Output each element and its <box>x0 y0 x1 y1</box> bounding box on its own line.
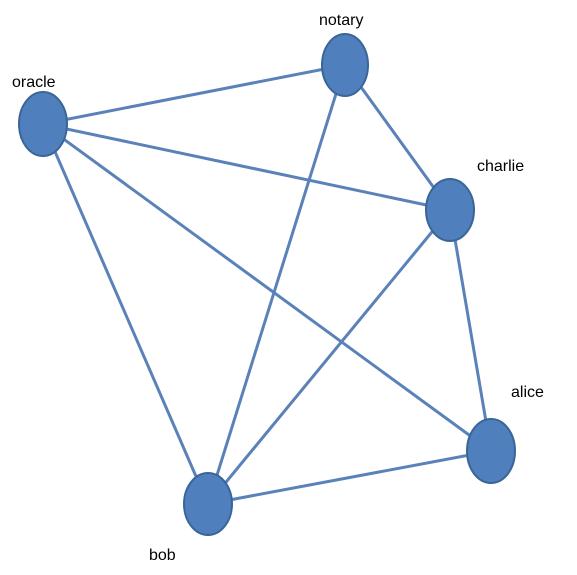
edge-notary-bob <box>206 63 347 506</box>
label-charlie: charlie <box>477 158 524 175</box>
edge-oracle-alice <box>41 122 493 453</box>
label-bob: bob <box>149 547 176 564</box>
edge-oracle-charlie <box>41 122 452 212</box>
node-alice[interactable] <box>466 418 516 484</box>
node-charlie[interactable] <box>425 178 475 242</box>
node-oracle[interactable] <box>18 91 68 157</box>
edge-notary-charlie <box>343 63 452 212</box>
labels-layer: notary oracle charlie alice bob <box>12 12 544 564</box>
edge-oracle-bob <box>41 122 210 506</box>
node-notary[interactable] <box>321 33 369 97</box>
edge-charlie-alice <box>448 208 493 453</box>
label-oracle: oracle <box>12 74 56 91</box>
edges-layer <box>41 63 493 506</box>
label-notary: notary <box>319 12 363 29</box>
edge-oracle-notary <box>41 63 347 126</box>
edge-charlie-bob <box>206 208 452 506</box>
edge-alice-bob <box>206 449 493 506</box>
nodes-layer <box>18 33 516 536</box>
label-alice: alice <box>511 384 544 401</box>
node-bob[interactable] <box>183 472 233 536</box>
